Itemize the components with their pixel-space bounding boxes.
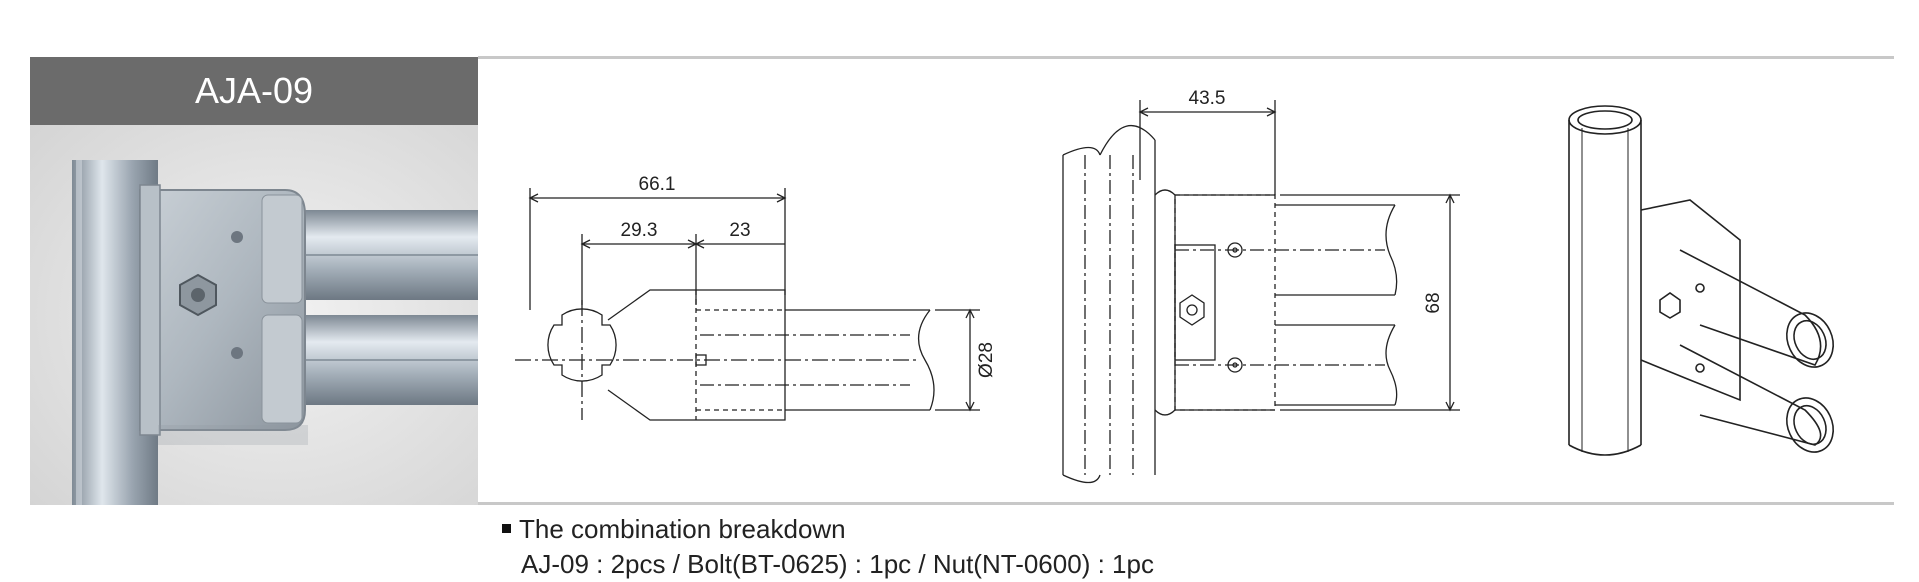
bullet-square-icon — [502, 523, 511, 533]
side-view-drawing: 66.1 29.3 23 Ø28 — [515, 174, 997, 421]
isometric-drawing — [1568, 105, 1834, 456]
top-divider — [478, 56, 1894, 59]
combination-breakdown: The combination breakdown AJ-09 : 2pcs /… — [502, 512, 1154, 582]
front-view-drawing: 43.5 68 — [1062, 88, 1460, 484]
breakdown-heading-row: The combination breakdown — [502, 512, 1154, 547]
dim-height: 68 — [1423, 292, 1444, 313]
dim-overall-length: 66.1 — [639, 174, 676, 195]
dim-segment-a: 29.3 — [621, 220, 658, 241]
dim-diameter: Ø28 — [976, 342, 997, 378]
dim-offset: 43.5 — [1189, 88, 1226, 109]
dim-segment-b: 23 — [729, 220, 750, 241]
bottom-divider — [478, 502, 1894, 505]
breakdown-heading: The combination breakdown — [519, 514, 846, 544]
breakdown-items: AJ-09 : 2pcs / Bolt(BT-0625) : 1pc / Nut… — [521, 549, 1154, 579]
product-code-header: AJA-09 — [30, 57, 478, 125]
product-photo — [30, 125, 478, 505]
